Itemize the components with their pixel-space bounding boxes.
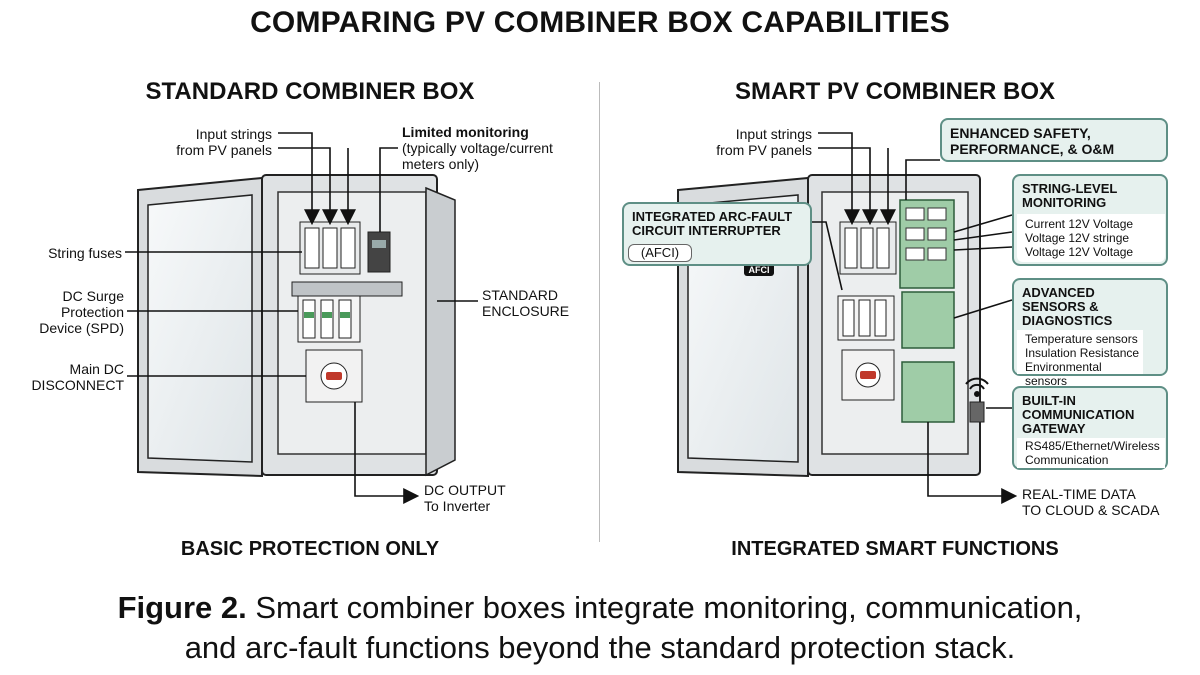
standard-fuses	[299, 221, 391, 275]
caption-figure-number: Figure 2.	[117, 590, 247, 625]
standard-door	[137, 176, 263, 478]
string-fuses-label: String fuses	[48, 245, 122, 261]
standard-din-rail	[291, 281, 403, 297]
smart-fuses	[839, 221, 897, 275]
standard-spd	[297, 295, 361, 343]
standard-leaders	[125, 132, 478, 504]
afci-abbr: (AFCI)	[628, 244, 692, 262]
standard-footer: BASIC PROTECTION ONLY	[180, 538, 440, 560]
caption-line2: and arc-fault functions beyond the stand…	[184, 630, 1016, 665]
wifi-icon	[965, 377, 989, 397]
gateway-callout: BUILT-IN COMMUNICATION GATEWAY RS485/Eth…	[1012, 386, 1168, 470]
string-monitoring-callout: STRING-LEVEL MONITORING Current 12V Volt…	[1012, 174, 1168, 266]
smart-leaders	[812, 132, 1018, 504]
smart-spd	[837, 295, 895, 341]
gateway-module	[901, 361, 955, 423]
standard-heading: STANDARD COMBINER BOX	[145, 78, 475, 105]
sensor-module	[901, 291, 955, 349]
smart-footer: INTEGRATED SMART FUNCTIONS	[731, 538, 1059, 560]
limited-monitoring-label: Limited monitoring (typically voltage/cu…	[402, 124, 553, 172]
caption-line1: Smart combiner boxes integrate monitorin…	[246, 590, 1083, 625]
standard-disconnect	[305, 349, 363, 403]
page-title: COMPARING PV COMBINER BOX CAPABILITIES	[250, 6, 950, 39]
ethernet-port-icon	[969, 401, 985, 423]
smart-monitoring-module	[899, 199, 955, 289]
sensors-callout: ADVANCED SENSORS & DIAGNOSTICS Temperatu…	[1012, 278, 1168, 388]
afci-badge-text: AFCI	[749, 265, 770, 275]
figure-caption: Figure 2. Smart combiner boxes integrate…	[0, 588, 1200, 668]
smart-disconnect	[841, 349, 895, 401]
afci-callout: INTEGRATED ARC-FAULT CIRCUIT INTERRUPTER…	[622, 202, 812, 266]
smart-heading: SMART PV COMBINER BOX	[734, 78, 1055, 105]
center-divider	[599, 82, 600, 542]
enhanced-safety-callout: ENHANCED SAFETY, PERFORMANCE, & O&M	[940, 118, 1168, 162]
